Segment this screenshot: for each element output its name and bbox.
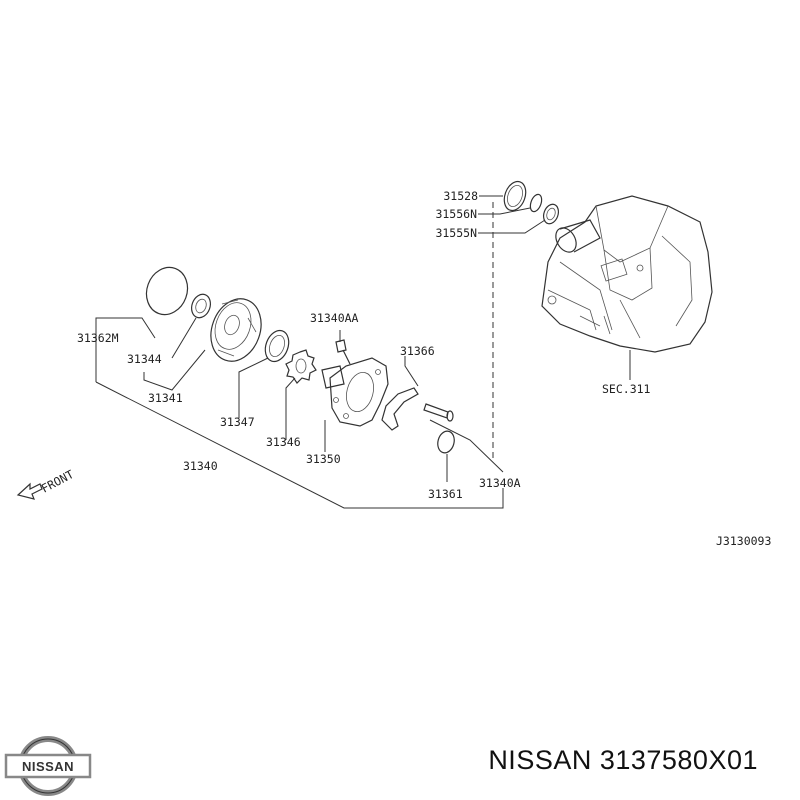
transmission-case: [541, 195, 713, 353]
leader-31362M: [95, 317, 156, 382]
ring-31347: [264, 329, 290, 363]
front-direction-arrow: FRONT: [16, 467, 76, 500]
leader-31347: [238, 357, 269, 418]
label-31556N: 31556N: [435, 207, 477, 221]
label-31344: 31344: [127, 352, 162, 366]
pump-body-31350: [321, 357, 389, 427]
nissan-logo-text: NISSAN: [22, 759, 74, 774]
label-31341: 31341: [148, 391, 183, 405]
leader-31346: [285, 377, 296, 440]
seal-31528: [503, 180, 527, 212]
label-31346: 31346: [266, 435, 301, 449]
label-31555N: 31555N: [435, 226, 477, 240]
part-caption: NISSAN 3137580X01: [488, 745, 758, 775]
leader-31344: [171, 317, 197, 359]
label-31366: 31366: [400, 344, 435, 358]
leader-31341: [143, 349, 206, 391]
label-31361: 31361: [428, 487, 463, 501]
label-31528: 31528: [443, 189, 478, 203]
leader-31555N: [478, 219, 546, 234]
bolt-31340AA: [335, 339, 351, 365]
label-31350: 31350: [306, 452, 341, 466]
pump-cover-31341: [210, 298, 262, 362]
leader-31366: [404, 356, 419, 387]
pin-31340A: [423, 403, 454, 422]
label-31347: 31347: [220, 415, 255, 429]
label-31340: 31340: [183, 459, 218, 473]
label-31340AA: 31340AA: [310, 311, 359, 325]
ring-31556N: [529, 193, 543, 213]
oil-seal-31344: [190, 293, 212, 319]
label-31340A: 31340A: [479, 476, 521, 490]
gear-31346: [285, 349, 317, 384]
label-31362M: 31362M: [77, 331, 119, 345]
diagram-code: J3130093: [716, 534, 771, 548]
leader-group-bracket: [95, 381, 504, 509]
leader-31340A: [429, 419, 504, 473]
o-ring-31362M: [145, 266, 189, 316]
leader-31556N: [478, 207, 531, 215]
nissan-logo: NISSAN: [4, 736, 92, 796]
label-sec-311: SEC.311: [602, 382, 651, 396]
plug-31361: [437, 430, 455, 454]
front-label: FRONT: [39, 467, 76, 496]
bearing-31555N: [542, 203, 560, 225]
gasket-31366: [381, 387, 419, 431]
